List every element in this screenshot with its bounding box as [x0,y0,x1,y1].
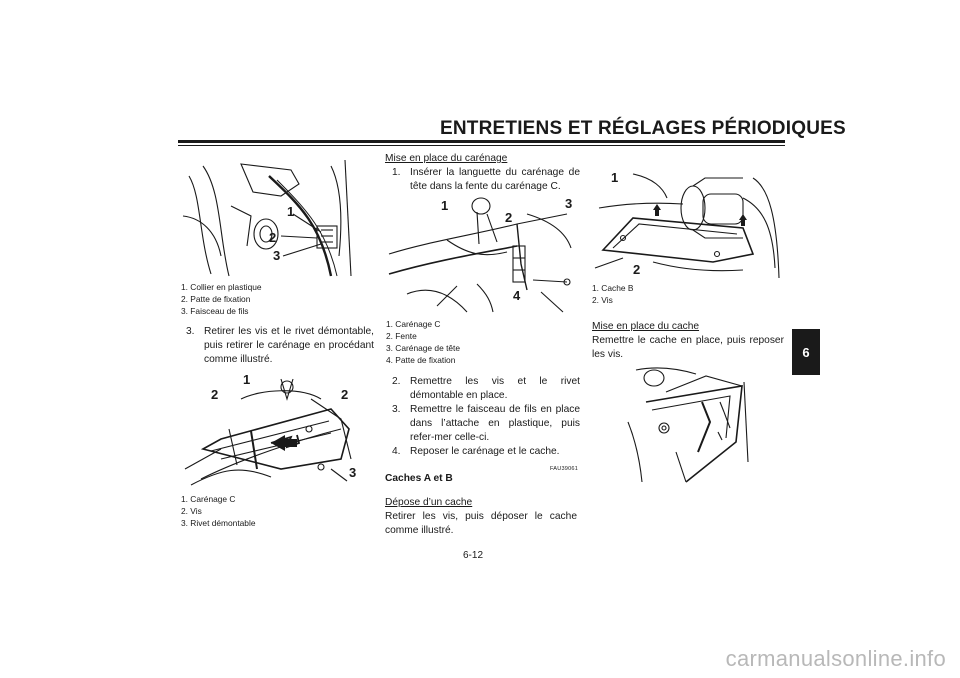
step-list-col2-b: 2. Remettre les vis et le rivet démontab… [392,375,580,459]
page-title: ENTRETIENS ET RÉGLAGES PÉRIODIQUES [440,118,846,139]
callout-1: 1 [611,170,618,185]
step-text: Insérer la languette du carénage de tête… [410,167,580,192]
paragraph-depose: Retirer les vis, puis déposer le cache c… [385,511,577,536]
caption-item: 3. Faisceau de fils [181,306,249,316]
step-number: 3. [392,404,401,415]
step-text: Reposer le carénage et le cache. [410,446,560,457]
callout-1: 1 [243,372,250,387]
cover-b-illustration: 1 2 [594,170,780,279]
step-text: Remettre le faisceau de fils en place da… [410,404,580,443]
figure-captions-4: 1. Cache B 2. Vis [592,282,633,306]
callout-3: 3 [349,465,356,480]
step-item: 3. Remettre le faisceau de fils en place… [392,403,580,445]
callout-2: 2 [505,210,512,225]
caption-item: 1. Carénage C [181,494,236,504]
callout-2: 2 [633,262,640,277]
chapter-tab[interactable]: 6 [792,329,820,375]
section-title-depose-cache: Dépose d’un cache [385,497,473,508]
step-item: 4. Reposer le carénage et le cache. [392,445,580,459]
step-text: Retirer les vis et le rivet démontable, … [204,326,374,365]
cowling-installation-illustration: 1 2 3 4 [388,196,572,313]
caption-item: 2. Patte de fixation [181,294,251,304]
document-code: FAU39061 [550,466,579,472]
section-title-mise-en-place-cache: Mise en place du cache [592,321,700,332]
callout-2: 2 [341,387,348,402]
caption-item: 1. Cache B [592,283,634,293]
step-number: 2. [392,376,401,387]
figure-cowling-installation: 1 2 3 4 [387,194,579,314]
callout-3: 3 [565,196,572,211]
step-number: 4. [392,446,401,457]
page-number: 6-12 [463,550,484,561]
step-item: 3. Retirer les vis et le rivet démontabl… [186,325,374,367]
caption-item: 3. Carénage de tête [386,343,461,353]
cover-installation-illustration [627,367,749,483]
figure-cowling-removal: 1 2 2 3 [181,369,356,490]
figure-captions-1: 1. Collier en plastique 2. Patte de fixa… [181,281,262,317]
callout-2: 2 [211,387,218,402]
cowling-removal-illustration: 1 2 2 3 [184,372,356,486]
caption-item: 3. Rivet démontable [181,518,256,528]
figure-cover-b: 1 2 [593,158,781,279]
callout-2: 2 [269,230,276,245]
callout-3: 3 [273,248,280,263]
step-number: 1. [392,167,401,178]
heading-caches: Caches A et B [385,473,453,484]
watermark: carmanualsonline.info [725,646,946,671]
caption-item: 1. Collier en plastique [181,282,262,292]
caption-item: 4. Patte de fixation [386,355,456,365]
callout-1: 1 [287,204,294,219]
step-text: Remettre les vis et le rivet démontable … [410,376,580,401]
figure-cover-installation [626,362,750,483]
caption-item: 1. Carénage C [386,319,441,329]
step-item: 1. Insérer la languette du carénage de t… [392,166,580,194]
step-list-col1: 3. Retirer les vis et le rivet démontabl… [186,325,374,367]
figure-wiring-harness: 1 2 3 [181,156,356,278]
figure-captions-3: 1. Carénage C 2. Fente 3. Carénage de tê… [386,318,460,366]
header-rule-thin [178,145,785,146]
caption-item: 2. Fente [386,331,417,341]
header-rule [178,140,785,143]
step-list-col2-a: 1. Insérer la languette du carénage de t… [392,166,580,194]
caption-item: 2. Vis [592,295,613,305]
paragraph-mise-en-place: Remettre le cache en place, puis reposer… [592,335,784,360]
figure-captions-2: 1. Carénage C 2. Vis 3. Rivet démontable [181,493,256,529]
callout-4: 4 [513,288,521,303]
section-title-mise-en-place-carenage: Mise en place du carénage [385,153,508,164]
step-item: 2. Remettre les vis et le rivet démontab… [392,375,580,403]
step-number: 3. [186,326,195,337]
caption-item: 2. Vis [181,506,202,516]
wiring-harness-illustration: 1 2 3 [182,159,352,277]
callout-1: 1 [441,198,448,213]
